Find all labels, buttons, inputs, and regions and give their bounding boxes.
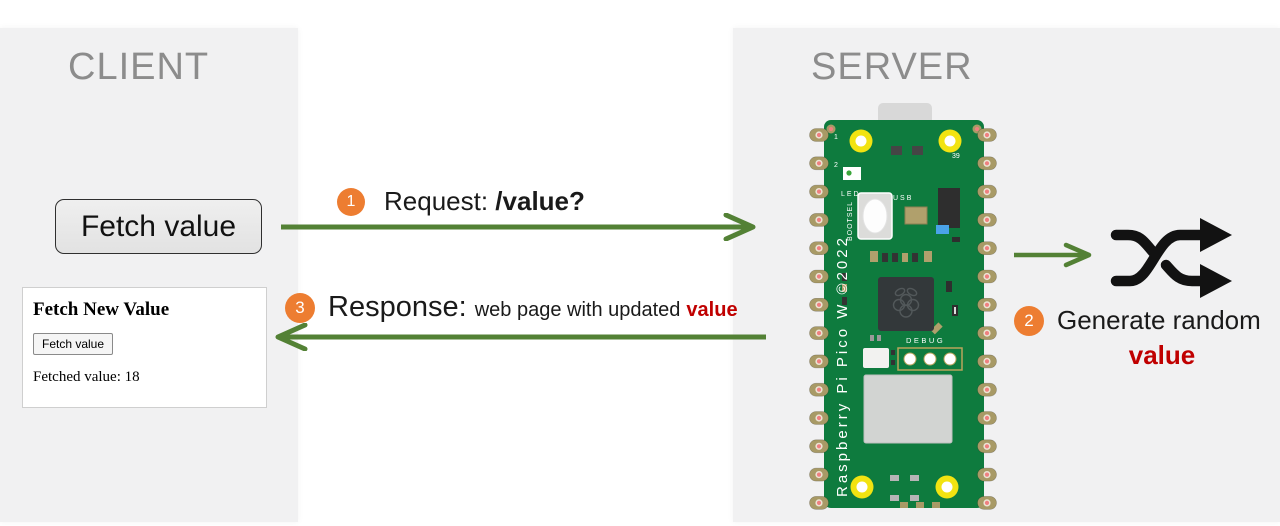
step-2-badge: 2 bbox=[1014, 305, 1044, 336]
led-label: LED bbox=[841, 191, 861, 198]
board-pins bbox=[809, 128, 997, 510]
request-text: Request: /value? bbox=[384, 186, 585, 216]
client-panel-title: CLIENT bbox=[68, 46, 210, 88]
led-component bbox=[843, 167, 861, 180]
request-step-label: 1 Request: /value? bbox=[337, 186, 585, 217]
client-panel bbox=[0, 28, 298, 522]
raspberry-logo bbox=[892, 287, 920, 318]
generate-step-label: 2 Generate random value bbox=[1014, 305, 1262, 371]
bootsel-label: BOOTSEL bbox=[847, 201, 854, 241]
response-detail: web page with updated bbox=[474, 299, 681, 321]
debug-label: DEBUG bbox=[906, 336, 945, 345]
wireless-module-shield bbox=[863, 374, 953, 444]
pin-1-label: 1 bbox=[834, 134, 838, 141]
arrow-right-icon bbox=[281, 213, 756, 241]
fetch-value-button[interactable]: Fetch value bbox=[55, 199, 262, 254]
generate-text: Generate random bbox=[1057, 305, 1261, 335]
server-panel-title: SERVER bbox=[811, 46, 973, 88]
browser-heading: Fetch New Value bbox=[33, 299, 170, 320]
pin-2-label: 2 bbox=[834, 162, 838, 169]
usb-label: USB bbox=[893, 195, 913, 202]
pin-39-label: 39 bbox=[952, 153, 960, 160]
arrow-right-icon bbox=[1014, 242, 1092, 268]
response-value-highlight: value bbox=[686, 299, 738, 321]
debug-header bbox=[897, 347, 963, 371]
step-1-badge: 1 bbox=[337, 187, 365, 216]
shuffle-icon bbox=[1110, 218, 1232, 298]
browser-mockup: Fetch New Value Fetch value Fetched valu… bbox=[22, 287, 267, 408]
step-3-badge: 3 bbox=[285, 292, 315, 323]
mounting-holes bbox=[849, 129, 962, 499]
browser-fetch-button[interactable]: Fetch value bbox=[33, 333, 114, 355]
request-path: /value? bbox=[495, 186, 585, 216]
arrow-left-icon bbox=[275, 323, 766, 351]
raspberry-pi-pico-board: 1 2 39 LED USB BOOTSEL bbox=[809, 103, 997, 510]
board-silkscreen-title: Raspberry Pi Pico W ©2022 bbox=[834, 235, 851, 497]
flash-chip bbox=[938, 188, 960, 228]
browser-fetched-value: Fetched value: 18 bbox=[33, 369, 140, 385]
generate-value-highlight: value bbox=[1128, 340, 1196, 370]
rp2040-chip bbox=[878, 277, 934, 331]
